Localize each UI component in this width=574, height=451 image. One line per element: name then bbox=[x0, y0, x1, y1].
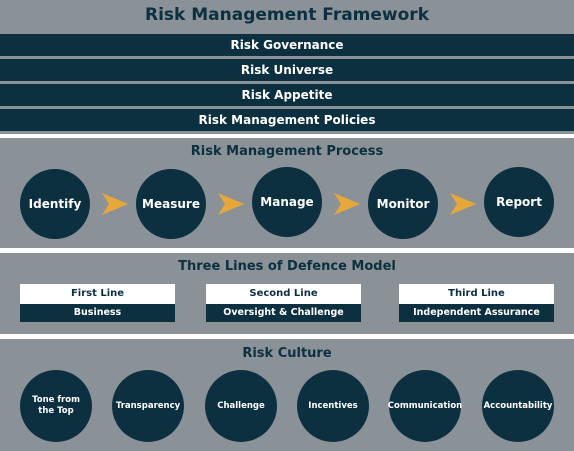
step-report: Report bbox=[484, 167, 554, 237]
culture-tone-from-the-top: Tone from the Top bbox=[20, 370, 92, 442]
bar-risk-management-policies: Risk Management Policies bbox=[0, 109, 574, 131]
step-manage: Manage bbox=[252, 167, 322, 237]
step-monitor: Monitor bbox=[368, 169, 438, 239]
third-line-name: Third Line bbox=[399, 284, 554, 304]
framework-panel: Risk Management Framework Risk Governanc… bbox=[0, 0, 574, 134]
step-identify: Identify bbox=[20, 169, 90, 239]
culture-communication: Communication bbox=[388, 370, 462, 442]
bar-risk-universe: Risk Universe bbox=[0, 59, 574, 81]
culture-panel: Risk Culture Tone from the Top Transpare… bbox=[0, 339, 574, 451]
culture-challenge: Challenge bbox=[205, 370, 277, 442]
bar-risk-appetite: Risk Appetite bbox=[0, 84, 574, 106]
third-line-card: Third Line Independent Assurance bbox=[399, 284, 554, 322]
bar-risk-governance: Risk Governance bbox=[0, 34, 574, 56]
culture-transparency: Transparency bbox=[112, 370, 184, 442]
second-line-name: Second Line bbox=[206, 284, 361, 304]
third-line-role: Independent Assurance bbox=[399, 304, 554, 322]
culture-incentives: Incentives bbox=[297, 370, 369, 442]
defence-panel: Three Lines of Defence Model First Line … bbox=[0, 253, 574, 334]
arrow-4-icon bbox=[450, 193, 476, 215]
framework-title: Risk Management Framework bbox=[144, 5, 429, 25]
step-measure: Measure bbox=[136, 169, 206, 239]
arrow-3-icon bbox=[334, 193, 360, 215]
first-line-name: First Line bbox=[20, 284, 175, 304]
process-panel: Risk Management Process Identify Measure… bbox=[0, 138, 574, 248]
first-line-card: First Line Business bbox=[20, 284, 175, 322]
defence-title: Three Lines of Defence Model bbox=[178, 259, 396, 274]
second-line-role: Oversight & Challenge bbox=[206, 304, 361, 322]
first-line-role: Business bbox=[20, 304, 175, 322]
culture-title: Risk Culture bbox=[242, 346, 332, 361]
second-line-card: Second Line Oversight & Challenge bbox=[206, 284, 361, 322]
process-title: Risk Management Process bbox=[190, 144, 384, 159]
arrow-1-icon bbox=[102, 193, 128, 215]
culture-accountability: Accountability bbox=[482, 370, 554, 442]
arrow-2-icon bbox=[218, 193, 244, 215]
